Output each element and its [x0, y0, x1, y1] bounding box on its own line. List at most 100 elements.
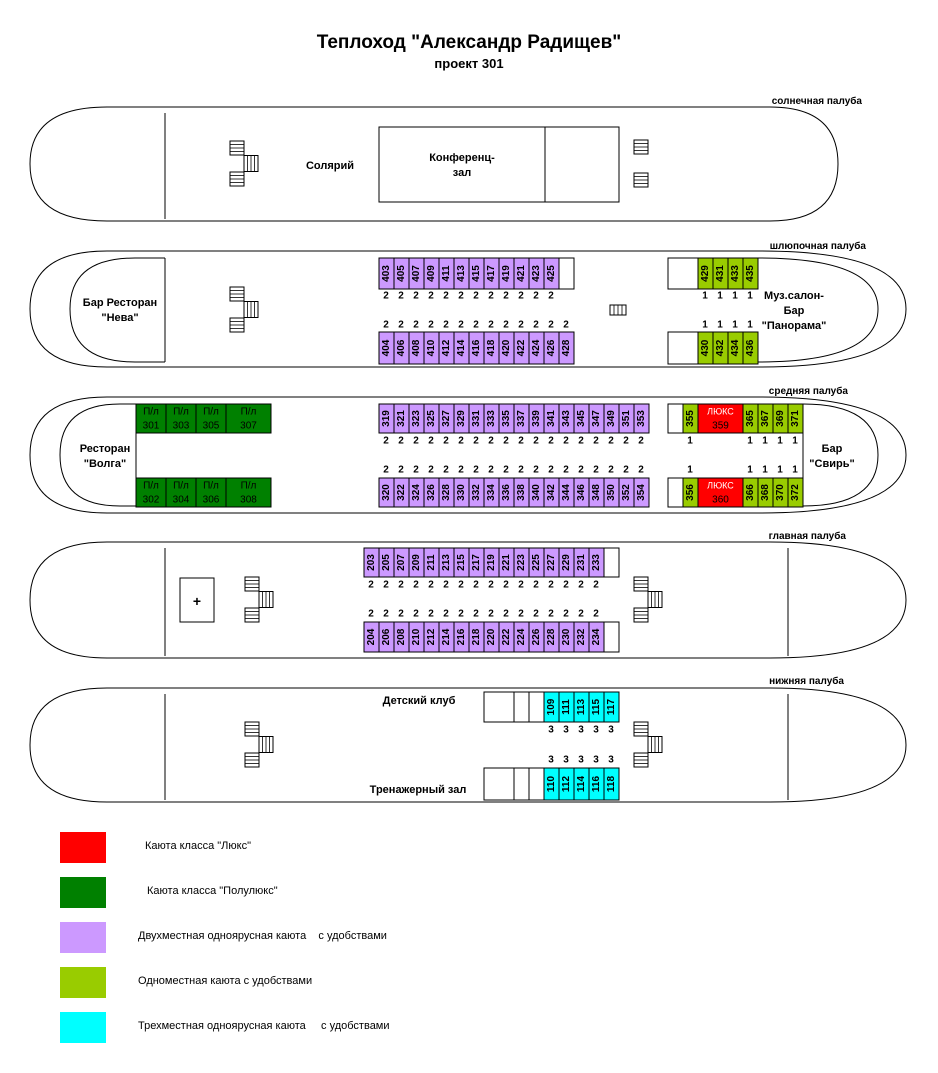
legend-item-triple: Трехместная одноярусная каюта с удобства… [60, 1012, 920, 1044]
cabin-112-number: 112 [561, 775, 572, 792]
berth-count: 2 [443, 436, 449, 447]
berth-count: 2 [503, 291, 509, 302]
cabin-empty [513, 691, 530, 723]
cabin-354 [633, 477, 650, 508]
cabin-308-number: 308 [240, 495, 257, 506]
cabin-215-number: 215 [456, 554, 467, 571]
cabin-371-number: 371 [790, 410, 801, 427]
cabin-306 [195, 477, 227, 508]
cabin-307-class: П/л [241, 407, 257, 418]
legend-label-single: Одноместная каюта с удобствами [138, 975, 313, 987]
deck-label-lower: нижняя палуба [769, 675, 844, 687]
cabin-436-number: 436 [745, 339, 756, 356]
berth-count: 1 [792, 465, 798, 476]
bar-panorama-label: "Панорама" [762, 320, 827, 332]
berth-count: 2 [548, 580, 554, 591]
restaurant-volga-label: "Волга" [84, 458, 127, 470]
cabin-116-number: 116 [591, 775, 602, 792]
berth-count: 3 [608, 725, 614, 736]
berth-count: 2 [413, 320, 419, 331]
berth-count: 2 [503, 436, 509, 447]
cabin-338-number: 338 [516, 484, 527, 501]
cabin-409-number: 409 [426, 265, 437, 282]
berth-count: 2 [548, 609, 554, 620]
cabin-327-number: 327 [441, 410, 452, 427]
bow-curve-boat-left [69, 257, 165, 363]
cabin-209-number: 209 [411, 554, 422, 571]
berth-count: 2 [578, 465, 584, 476]
berth-count: 2 [413, 580, 419, 591]
cabin-372 [787, 477, 804, 508]
berth-count: 2 [398, 436, 404, 447]
cabin-227-number: 227 [546, 554, 557, 571]
cabin-empty [667, 331, 699, 365]
legend-label-double: Двухместная одноярусная каюта с удобства… [138, 930, 387, 942]
berth-count: 2 [368, 580, 374, 591]
legend-swatch-lux [60, 832, 106, 863]
cabin-421-number: 421 [516, 265, 527, 282]
cabin-359-number: 359 [712, 421, 729, 432]
berth-count: 2 [488, 609, 494, 620]
berth-count: 2 [473, 609, 479, 620]
cabin-empty [528, 691, 545, 723]
cabin-207-number: 207 [396, 554, 407, 571]
cabin-356-number: 356 [685, 484, 696, 501]
cabin-203-number: 203 [366, 554, 377, 571]
deck-plan: Теплоход "Александр Радищев" проект 301 … [29, 32, 907, 803]
cabin-114-number: 114 [576, 775, 587, 792]
cabin-428 [558, 331, 575, 365]
solarium-label: Солярий [306, 160, 354, 172]
berth-count: 2 [383, 465, 389, 476]
cabin-352-number: 352 [621, 484, 632, 501]
berth-count: 1 [762, 465, 768, 476]
cabin-109-number: 109 [546, 698, 557, 715]
cabin-113-number: 113 [576, 698, 587, 715]
cabin-353-number: 353 [636, 410, 647, 427]
cabin-436 [742, 331, 759, 365]
berth-count: 2 [593, 580, 599, 591]
cabin-372-number: 372 [790, 484, 801, 501]
berth-count: 2 [383, 320, 389, 331]
cabin-empty [667, 257, 699, 290]
berth-count: 2 [383, 580, 389, 591]
berth-count: 2 [398, 291, 404, 302]
cabin-204-number: 204 [366, 628, 377, 645]
berth-count: 2 [383, 609, 389, 620]
cabin-111-number: 111 [561, 699, 572, 715]
deck-label-sun: солнечная палуба [772, 95, 863, 107]
berth-count: 3 [548, 725, 554, 736]
medical-cross-icon: + [193, 593, 201, 609]
cabin-320-number: 320 [381, 484, 392, 501]
berth-count: 1 [687, 465, 693, 476]
berth-count: 3 [593, 725, 599, 736]
cabin-301 [135, 403, 167, 434]
cabin-408-number: 408 [411, 339, 422, 356]
berth-count: 2 [503, 580, 509, 591]
berth-count: 2 [578, 436, 584, 447]
cabin-406-number: 406 [396, 339, 407, 356]
bow-curve-middle-left [59, 403, 136, 507]
cabin-344-number: 344 [561, 484, 572, 501]
cabin-308 [225, 477, 272, 508]
cabin-307-number: 307 [240, 421, 257, 432]
cabin-305-class: П/л [203, 407, 219, 418]
berth-count: 2 [428, 580, 434, 591]
cabin-222-number: 222 [501, 628, 512, 645]
berth-count: 2 [398, 465, 404, 476]
legend-item-single: Одноместная каюта с удобствами [60, 967, 920, 999]
cabin-429-number: 429 [700, 265, 711, 282]
cabin-304-class: П/л [173, 481, 189, 492]
berth-count: 2 [638, 465, 644, 476]
berth-count: 2 [488, 436, 494, 447]
berth-count: 1 [702, 320, 708, 331]
berth-count: 2 [518, 609, 524, 620]
berth-count: 2 [593, 609, 599, 620]
berth-count: 2 [563, 609, 569, 620]
cabin-321-number: 321 [396, 410, 407, 427]
legend-swatch-double [60, 922, 106, 953]
cabin-423-number: 423 [531, 265, 542, 282]
restaurant-volga-label: Ресторан [80, 443, 131, 455]
legend-item-double: Двухместная одноярусная каюта с удобства… [60, 922, 920, 954]
berth-count: 1 [687, 436, 693, 447]
cabin-414-number: 414 [456, 339, 467, 356]
